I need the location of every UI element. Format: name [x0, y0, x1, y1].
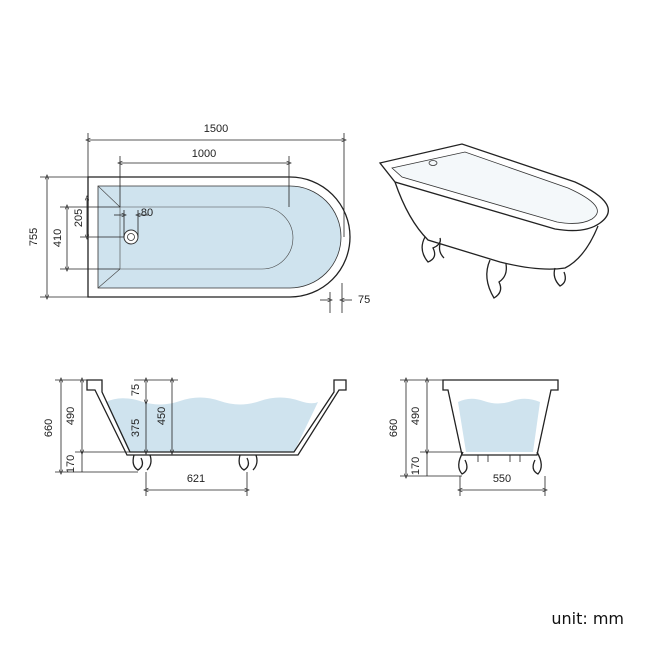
end-dim-bath-depth: 490 [410, 407, 422, 425]
side-dim-feet-spacing: 621 [187, 473, 205, 485]
bath-3d-inner [391, 151, 598, 224]
top-view-outline [87, 176, 351, 298]
bath-3d-rim [378, 143, 609, 232]
side-view-water [106, 397, 318, 452]
side-view-outline [86, 379, 347, 456]
side-dim-feet-height: 170 [65, 455, 77, 473]
side-view: 660 490 170 75 375 450 621 [43, 379, 347, 496]
perspective-view [378, 143, 609, 299]
end-dim-feet-height: 170 [410, 457, 422, 475]
side-dim-bath-depth: 490 [65, 407, 77, 425]
waste-icon [123, 229, 139, 245]
foot-3d-front-left [421, 236, 441, 263]
side-foot-right [238, 454, 258, 471]
dim-rim: 75 [358, 294, 370, 306]
dim-waste-diameter: 80 [141, 207, 153, 219]
side-dim-overall-height: 660 [43, 419, 55, 437]
top-view: 1500 1000 755 410 205 80 75 [28, 123, 370, 313]
end-foot-left [458, 451, 468, 475]
dim-overall-length: 1500 [204, 123, 228, 135]
side-dim-top-offset: 75 [130, 384, 142, 396]
end-dim-overall-height: 660 [388, 419, 400, 437]
side-dim-water-level: 375 [130, 419, 142, 437]
side-foot-left [132, 454, 152, 471]
dim-overall-width: 755 [28, 228, 40, 246]
top-view-basin [97, 185, 342, 289]
dim-inner-length: 1000 [192, 148, 216, 160]
end-foot-right [532, 451, 542, 475]
side-dim-inner-depth: 450 [156, 407, 168, 425]
waste-3d-icon [428, 160, 438, 166]
unit-label: unit: mm [551, 609, 624, 628]
end-view: 660 490 170 550 [388, 379, 559, 496]
foot-3d-front-right [486, 259, 507, 299]
end-view-water [458, 398, 540, 452]
end-dim-feet-spacing: 550 [493, 473, 511, 485]
dim-waste-offset: 205 [73, 209, 85, 227]
dim-inner-width: 410 [52, 229, 64, 247]
end-view-outline [442, 379, 559, 456]
foot-3d-back-right [553, 267, 566, 287]
foot-3d-back-left [438, 243, 445, 259]
bath-3d-body [394, 181, 599, 270]
top-view-inner-floor [119, 206, 294, 270]
